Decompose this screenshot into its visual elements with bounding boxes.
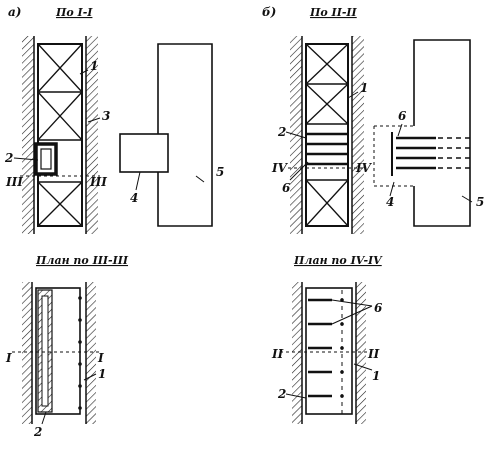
label-b-plan-6: 6 — [374, 301, 383, 315]
label-a-plan-1: 1 — [98, 367, 106, 381]
plan-a-soil-left — [22, 282, 32, 424]
label-b-6a: 6 — [282, 181, 291, 195]
label-a-2: 2 — [4, 151, 13, 165]
frame-truss-b — [305, 43, 349, 227]
plan-b-soil-left — [292, 282, 302, 424]
figure-b-section-title: По II-II — [309, 6, 358, 19]
figure-a-section: а) По I-I III III 1 — [4, 5, 224, 234]
section-mark-iii-left: III — [5, 175, 23, 189]
plan-a-section-i-left: I — [5, 351, 12, 365]
label-b-6b: 6 — [398, 109, 407, 123]
label-b-plan-2: 2 — [277, 387, 286, 401]
structure-5: 5 4 — [119, 43, 224, 227]
plan-b-section-ii-right: II — [367, 347, 380, 361]
plan-b-soil-right — [356, 282, 366, 424]
figure-b-plan: План по IV-IV II II 6 1 2 — [271, 254, 383, 424]
label-b-4: 4 — [386, 195, 394, 209]
label-a-1: 1 — [90, 59, 98, 73]
figure-a-section-title: По I-I — [55, 6, 93, 19]
soil-wall-right — [86, 36, 98, 234]
figure-b-plan-title: План по IV-IV — [293, 254, 383, 267]
label-a-5: 5 — [216, 165, 224, 179]
figure-a-plan: План по III-III I I 1 2 — [5, 254, 129, 439]
label-b-5: 5 — [476, 195, 484, 209]
figure-b-letter: б) — [262, 5, 276, 19]
label-a-plan-2: 2 — [33, 425, 42, 439]
label-a-3: 3 — [102, 109, 110, 123]
figure-b-section: б) По II-II IV IV 1 2 — [262, 5, 484, 234]
label-a-4: 4 — [130, 191, 138, 205]
frame-truss — [37, 43, 83, 227]
plan-a-section-i-right: I — [97, 351, 104, 365]
plan-b-section-ii-left: II — [271, 347, 284, 361]
soil-wall-left — [22, 36, 34, 234]
section-mark-iii-right: III — [89, 175, 107, 189]
section-mark-iv-left: IV — [271, 161, 289, 175]
figure-a-letter: а) — [8, 5, 21, 19]
soil-wall-b-right — [352, 36, 364, 234]
section-mark-iv-right: IV — [355, 161, 373, 175]
plan-a-soil-right — [86, 282, 96, 424]
label-b-2: 2 — [277, 125, 286, 139]
label-b-1: 1 — [360, 81, 368, 95]
structure-5-b: 6 4 5 — [373, 39, 484, 227]
figure-a-plan-title: План по III-III — [35, 254, 129, 267]
label-b-plan-1: 1 — [372, 369, 380, 383]
opening-box — [34, 142, 58, 176]
